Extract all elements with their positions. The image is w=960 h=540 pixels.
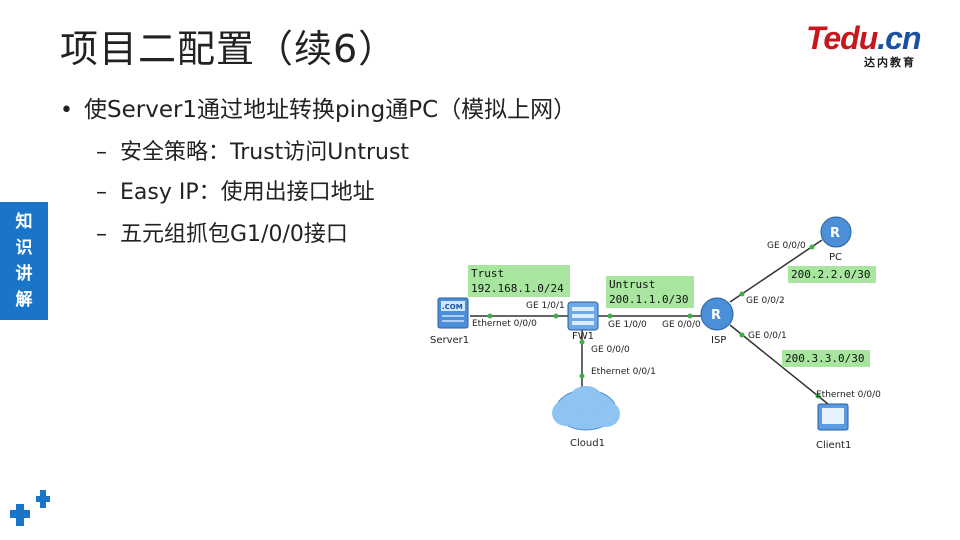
client1-label: Client1 xyxy=(816,440,851,451)
port-dot xyxy=(687,313,693,319)
cloud-icon xyxy=(552,386,620,431)
port-dot xyxy=(579,339,585,345)
server-eth-label: Ethernet 0/0/0 xyxy=(472,319,537,329)
slide-title: 项目二配置（续6） xyxy=(60,27,398,71)
untrust-zone-network: 200.1.1.0/30 xyxy=(609,293,688,306)
pc-ge000-label: GE 0/0/0 xyxy=(767,241,806,251)
bullet-sub-text: Easy IP：使用出接口地址 xyxy=(120,180,375,205)
logo-domain-text: .cn xyxy=(877,20,921,56)
fw-ge101-label: GE 1/0/1 xyxy=(526,301,565,311)
server-icon: .COM xyxy=(437,297,469,329)
isp-ge000-label: GE 0/0/0 xyxy=(662,320,701,330)
side-tab-char: 知 xyxy=(15,212,33,232)
port-dot xyxy=(739,291,745,297)
fw-ge000-label: GE 0/0/0 xyxy=(591,345,630,355)
bullet-sub: –安全策略：Trust访问Untrust xyxy=(96,134,409,166)
port-dot xyxy=(815,393,821,399)
side-tab-char: 解 xyxy=(15,290,33,310)
tedu-logo: Tedu.cn 达内教育 xyxy=(800,18,940,69)
pc-label: PC xyxy=(829,252,842,263)
isp-label: ISP xyxy=(711,335,726,346)
client-network-label: 200.3.3.0/30 xyxy=(785,352,864,365)
trust-zone-label-bg xyxy=(468,265,570,297)
client-icon xyxy=(817,403,849,431)
bullet-sub: –Easy IP：使用出接口地址 xyxy=(96,174,375,206)
untrust-zone-label-bg xyxy=(606,276,694,308)
svg-text:R: R xyxy=(711,308,721,323)
logo-sub-text: 达内教育 xyxy=(864,56,916,69)
svg-text:R: R xyxy=(830,226,840,241)
bullet-sub: –五元组抓包G1/0/0接口 xyxy=(96,216,348,248)
side-tab-char: 识 xyxy=(15,238,33,258)
link-isp-client xyxy=(729,324,829,405)
bullet-main-text: 使Server1通过地址转换ping通PC（模拟上网） xyxy=(84,97,577,123)
port-dot xyxy=(553,313,559,319)
bullet-dot: • xyxy=(60,98,73,123)
port-dot xyxy=(809,244,815,250)
firewall-icon xyxy=(567,301,599,331)
client-network-label-bg xyxy=(782,350,870,367)
port-dot xyxy=(487,313,493,319)
bullet-dash: – xyxy=(96,140,107,165)
port-dot xyxy=(579,373,585,379)
router-icon: R xyxy=(700,297,734,331)
server1-label: Server1 xyxy=(430,335,469,346)
isp-ge002-label: GE 0/0/2 xyxy=(746,296,785,306)
client-eth-label: Ethernet 0/0/0 xyxy=(816,390,881,400)
side-tab-knowledge: 知 识 讲 解 xyxy=(0,202,48,320)
cloud-eth-label: Ethernet 0/0/1 xyxy=(591,367,656,377)
svg-text:.COM: .COM xyxy=(442,303,463,311)
fw-ge100-label: GE 1/0/0 xyxy=(608,320,647,330)
port-dot xyxy=(607,313,613,319)
cloud1-label: Cloud1 xyxy=(570,438,605,449)
port-dot xyxy=(739,332,745,338)
logo-main-text: Tedu xyxy=(806,20,878,56)
bullet-sub-text: 安全策略：Trust访问Untrust xyxy=(120,140,410,165)
pc-network-label-bg xyxy=(788,266,876,283)
bullet-main: • 使Server1通过地址转换ping通PC（模拟上网） xyxy=(60,90,576,124)
pc-network-label: 200.2.2.0/30 xyxy=(791,268,870,281)
isp-ge001-label: GE 0/0/1 xyxy=(748,331,787,341)
link-isp-pc xyxy=(729,239,823,303)
side-tab-char: 讲 xyxy=(15,264,33,284)
bullet-dash: – xyxy=(96,180,107,205)
plus-logo-icon xyxy=(10,490,50,526)
fw1-label: FW1 xyxy=(572,331,594,342)
trust-zone-name: Trust xyxy=(471,267,504,280)
pc-router-icon: R xyxy=(820,216,852,248)
bullet-dash: – xyxy=(96,222,107,247)
untrust-zone-name: Untrust xyxy=(609,278,655,291)
trust-zone-network: 192.168.1.0/24 xyxy=(471,282,564,295)
bullet-sub-text: 五元组抓包G1/0/0接口 xyxy=(120,222,348,247)
